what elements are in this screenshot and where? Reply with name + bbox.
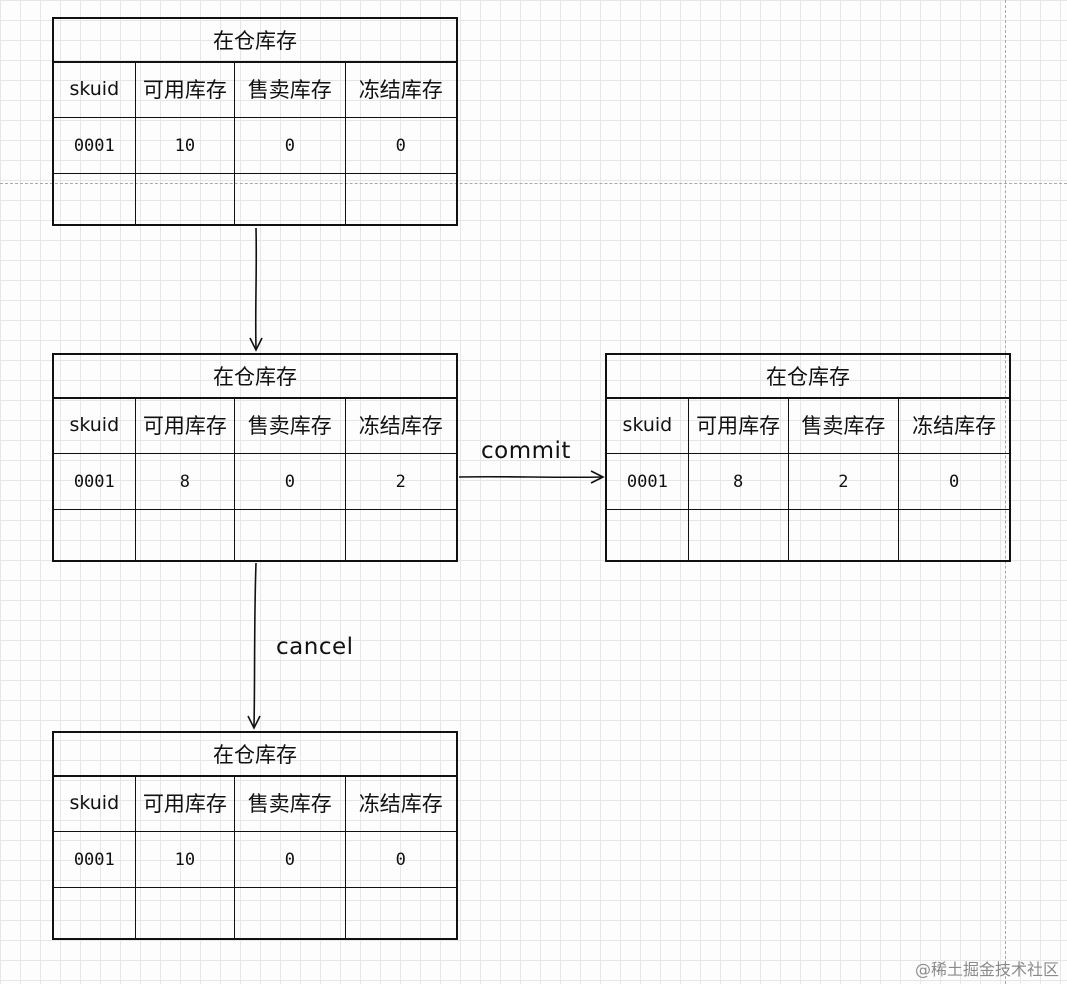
cell-selling: 2 — [789, 454, 900, 509]
table-empty-row — [607, 510, 1009, 562]
empty-cell — [54, 174, 136, 226]
cell-frozen: 0 — [395, 135, 406, 156]
empty-cell — [54, 888, 136, 940]
table-row: 0001 8 0 2 — [54, 454, 456, 510]
empty-cell — [346, 888, 456, 940]
table-title: 在仓库存 — [54, 733, 456, 777]
table-header-row: skuid 可用库存 售卖库存 冻结库存 — [607, 397, 1009, 454]
cell-selling: 0 — [235, 454, 346, 509]
empty-cell — [136, 174, 236, 226]
header-cell-selling: 售卖库存 — [235, 775, 346, 831]
edge-top-to-middle — [254, 227, 258, 349]
empty-cell — [346, 174, 456, 226]
empty-cell — [235, 888, 346, 940]
header-cell-frozen: 冻结库存 — [912, 414, 997, 438]
table-title: 在仓库存 — [607, 355, 1009, 399]
empty-cell — [689, 510, 789, 562]
header-cell-frozen: 冻结库存 — [358, 792, 443, 816]
cell-available: 8 — [136, 454, 236, 509]
table-row: 0001 10 0 0 — [54, 832, 456, 888]
empty-cell — [899, 510, 1009, 562]
inventory-table-bottom: 在仓库存 skuid 可用库存 售卖库存 冻结库存 0001 10 0 0 — [52, 731, 458, 940]
header-cell-selling: 售卖库存 — [235, 397, 346, 453]
header-cell-frozen: 冻结库存 — [358, 414, 443, 438]
empty-cell — [789, 510, 900, 562]
empty-cell — [235, 510, 346, 562]
empty-cell — [136, 888, 236, 940]
header-cell-skuid: skuid — [607, 397, 689, 453]
edge-top-to-middle-arrowhead — [249, 337, 263, 352]
cell-available: 10 — [136, 118, 236, 173]
horizontal-guide-line — [0, 183, 1067, 184]
empty-cell — [136, 510, 236, 562]
vertical-guide-line — [1005, 0, 1006, 984]
header-cell-available: 可用库存 — [136, 775, 236, 831]
edge-middle-to-right — [458, 475, 603, 479]
edge-middle-to-bottom-arrowhead — [247, 715, 261, 730]
header-cell-available: 可用库存 — [136, 61, 236, 117]
empty-cell — [235, 174, 346, 226]
edge-middle-to-right-arrowhead — [590, 470, 605, 484]
table-empty-row — [54, 174, 456, 226]
inventory-table-right: 在仓库存 skuid 可用库存 售卖库存 冻结库存 0001 8 2 0 — [605, 353, 1011, 562]
header-cell-selling: 售卖库存 — [235, 61, 346, 117]
cell-skuid: 0001 — [54, 832, 136, 887]
cell-available: 8 — [689, 454, 789, 509]
cell-skuid: 0001 — [607, 454, 689, 509]
header-cell-available: 可用库存 — [689, 397, 789, 453]
header-cell-available: 可用库存 — [136, 397, 236, 453]
cell-available: 10 — [136, 832, 236, 887]
table-row: 0001 8 2 0 — [607, 454, 1009, 510]
table-header-row: skuid 可用库存 售卖库存 冻结库存 — [54, 775, 456, 832]
table-title: 在仓库存 — [54, 355, 456, 399]
table-title: 在仓库存 — [54, 19, 456, 63]
inventory-table-top: 在仓库存 skuid 可用库存 售卖库存 冻结库存 0001 10 0 0 — [52, 17, 458, 226]
header-cell-frozen: 冻结库存 — [358, 78, 443, 102]
edge-middle-to-bottom — [253, 562, 257, 727]
table-empty-row — [54, 888, 456, 940]
cell-selling: 0 — [235, 832, 346, 887]
cell-frozen: 0 — [395, 849, 406, 870]
edge-label-cancel: cancel — [276, 634, 354, 660]
empty-cell — [346, 510, 456, 562]
cell-skuid: 0001 — [54, 454, 136, 509]
header-cell-skuid: skuid — [54, 397, 136, 453]
cell-frozen: 0 — [949, 471, 960, 492]
header-cell-skuid: skuid — [54, 775, 136, 831]
cell-skuid: 0001 — [54, 118, 136, 173]
table-header-row: skuid 可用库存 售卖库存 冻结库存 — [54, 397, 456, 454]
cell-selling: 0 — [235, 118, 346, 173]
cell-frozen: 2 — [395, 471, 406, 492]
watermark: @稀土掘金技术社区 — [914, 960, 1059, 979]
edge-label-commit: commit — [481, 438, 571, 464]
header-cell-skuid: skuid — [54, 61, 136, 117]
header-cell-selling: 售卖库存 — [789, 397, 900, 453]
empty-cell — [54, 510, 136, 562]
table-empty-row — [54, 510, 456, 562]
table-row: 0001 10 0 0 — [54, 118, 456, 174]
empty-cell — [607, 510, 689, 562]
table-header-row: skuid 可用库存 售卖库存 冻结库存 — [54, 61, 456, 118]
inventory-table-middle: 在仓库存 skuid 可用库存 售卖库存 冻结库存 0001 8 0 2 — [52, 353, 458, 562]
